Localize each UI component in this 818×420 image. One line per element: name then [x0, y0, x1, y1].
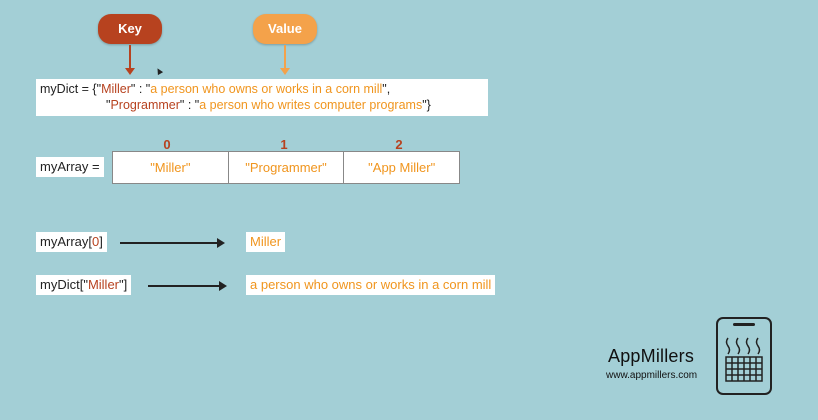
- mouse-cursor-icon: [154, 66, 164, 76]
- dict-line-1-segment: myDict = {: [40, 82, 97, 96]
- key-label: Key: [98, 14, 162, 44]
- phone-speaker: [733, 323, 755, 326]
- brand-url: www.appmillers.com: [606, 370, 698, 381]
- array-index-2: 2: [395, 137, 403, 152]
- dict-access-result: a person who owns or works in a corn mil…: [246, 275, 496, 295]
- dict-line-1-segment: a person who owns or works in a corn mil…: [150, 82, 383, 96]
- array-cell: "App Miller": [368, 160, 436, 175]
- dict-line-1-segment: ": [96, 82, 102, 96]
- brand-name: AppMillers: [608, 346, 695, 366]
- dict-line-2-segment: ": [106, 98, 111, 112]
- array-access-result: Miller: [246, 232, 286, 252]
- array-access-segment: ]: [99, 234, 103, 249]
- brand-block: AppMillers www.appmillers.com: [606, 346, 698, 381]
- array-access-expression: myArray[0]: [36, 232, 107, 252]
- array-access-segment: 0: [92, 234, 100, 249]
- value-label: Value: [253, 14, 317, 44]
- array-index-0: 0: [163, 137, 171, 152]
- dict-line-1-segment: Miller: [101, 82, 131, 96]
- right-arrow-icon: [148, 281, 227, 291]
- array-access-segment: myArray[: [40, 234, 92, 249]
- dict-line-1-segment: " : ": [130, 82, 151, 96]
- right-arrow-icon: [120, 238, 225, 248]
- dict-line-2-segment: "}: [422, 98, 431, 112]
- dict-line-1-segment: ",: [382, 82, 391, 96]
- array-cell: "Programmer": [229, 152, 345, 183]
- value-arrow: [280, 45, 290, 75]
- dict-line-2-segment: Programmer: [110, 98, 180, 112]
- dict-line-1: myDict = {"Miller" : "a person who owns …: [40, 82, 390, 96]
- dict-line-2: "Programmer" : "a person who writes comp…: [106, 98, 431, 112]
- array-cell: "Miller": [113, 152, 229, 183]
- dict-access-expression: myDict["Miller"]: [36, 275, 132, 295]
- dict-line-2-segment: " : ": [179, 98, 200, 112]
- dict-access-segment: "]: [119, 277, 128, 292]
- appmillers-logo-icon: [716, 317, 772, 395]
- dict-access-segment: Miller: [87, 277, 120, 292]
- array-cells: "Miller" "Programmer" "App Miller": [112, 151, 460, 184]
- array-index-1: 1: [280, 137, 288, 152]
- key-arrow: [125, 45, 135, 75]
- array-label: myArray =: [36, 157, 104, 177]
- dict-line-2-segment: a person who writes computer programs: [199, 98, 423, 112]
- dict-definition: myDict = {"Miller" : "a person who owns …: [36, 79, 488, 116]
- factory-icon: [725, 337, 763, 382]
- dict-access-segment: myDict[": [40, 277, 88, 292]
